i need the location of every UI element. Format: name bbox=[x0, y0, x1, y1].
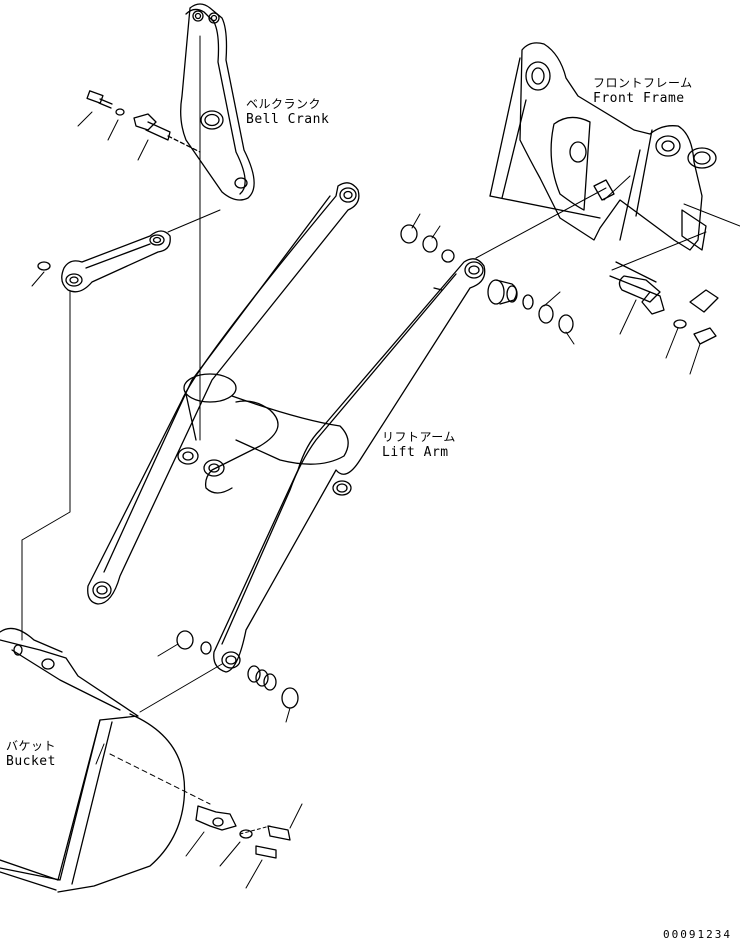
lift-arm-label-jp: リフトアーム bbox=[382, 430, 456, 444]
bucket-pin-group bbox=[186, 804, 302, 888]
front-frame-label: フロントフレーム Front Frame bbox=[593, 76, 693, 106]
cross-tube bbox=[178, 374, 348, 493]
bucket-label-jp: バケット bbox=[6, 739, 57, 753]
bucket-part bbox=[0, 628, 210, 892]
bell-crank-part bbox=[181, 4, 254, 440]
lift-arm-right bbox=[214, 259, 485, 672]
lift-arm-pivot-hardware bbox=[401, 188, 606, 344]
front-frame-part bbox=[490, 43, 716, 250]
front-frame-label-en: Front Frame bbox=[593, 91, 685, 106]
lift-arm-label-en: Lift Arm bbox=[382, 445, 449, 460]
bell-crank-label-jp: ベルクランク bbox=[246, 97, 322, 111]
bell-crank-label-en: Bell Crank bbox=[246, 112, 330, 127]
drawing-number: 00091234 bbox=[663, 928, 732, 941]
front-frame-pin-group bbox=[610, 204, 740, 374]
bucket-pivot-hardware bbox=[140, 631, 298, 722]
link-rod-part bbox=[22, 210, 220, 640]
lift-arm-left bbox=[88, 183, 359, 604]
bucket-label: バケット Bucket bbox=[6, 739, 56, 769]
bell-crank-pin-group bbox=[78, 91, 200, 160]
bucket-label-en: Bucket bbox=[6, 754, 56, 769]
lift-arm-label: リフトアーム Lift Arm bbox=[382, 430, 456, 460]
bell-crank-label: ベルクランク Bell Crank bbox=[246, 97, 329, 127]
front-frame-label-jp: フロントフレーム bbox=[593, 76, 693, 90]
